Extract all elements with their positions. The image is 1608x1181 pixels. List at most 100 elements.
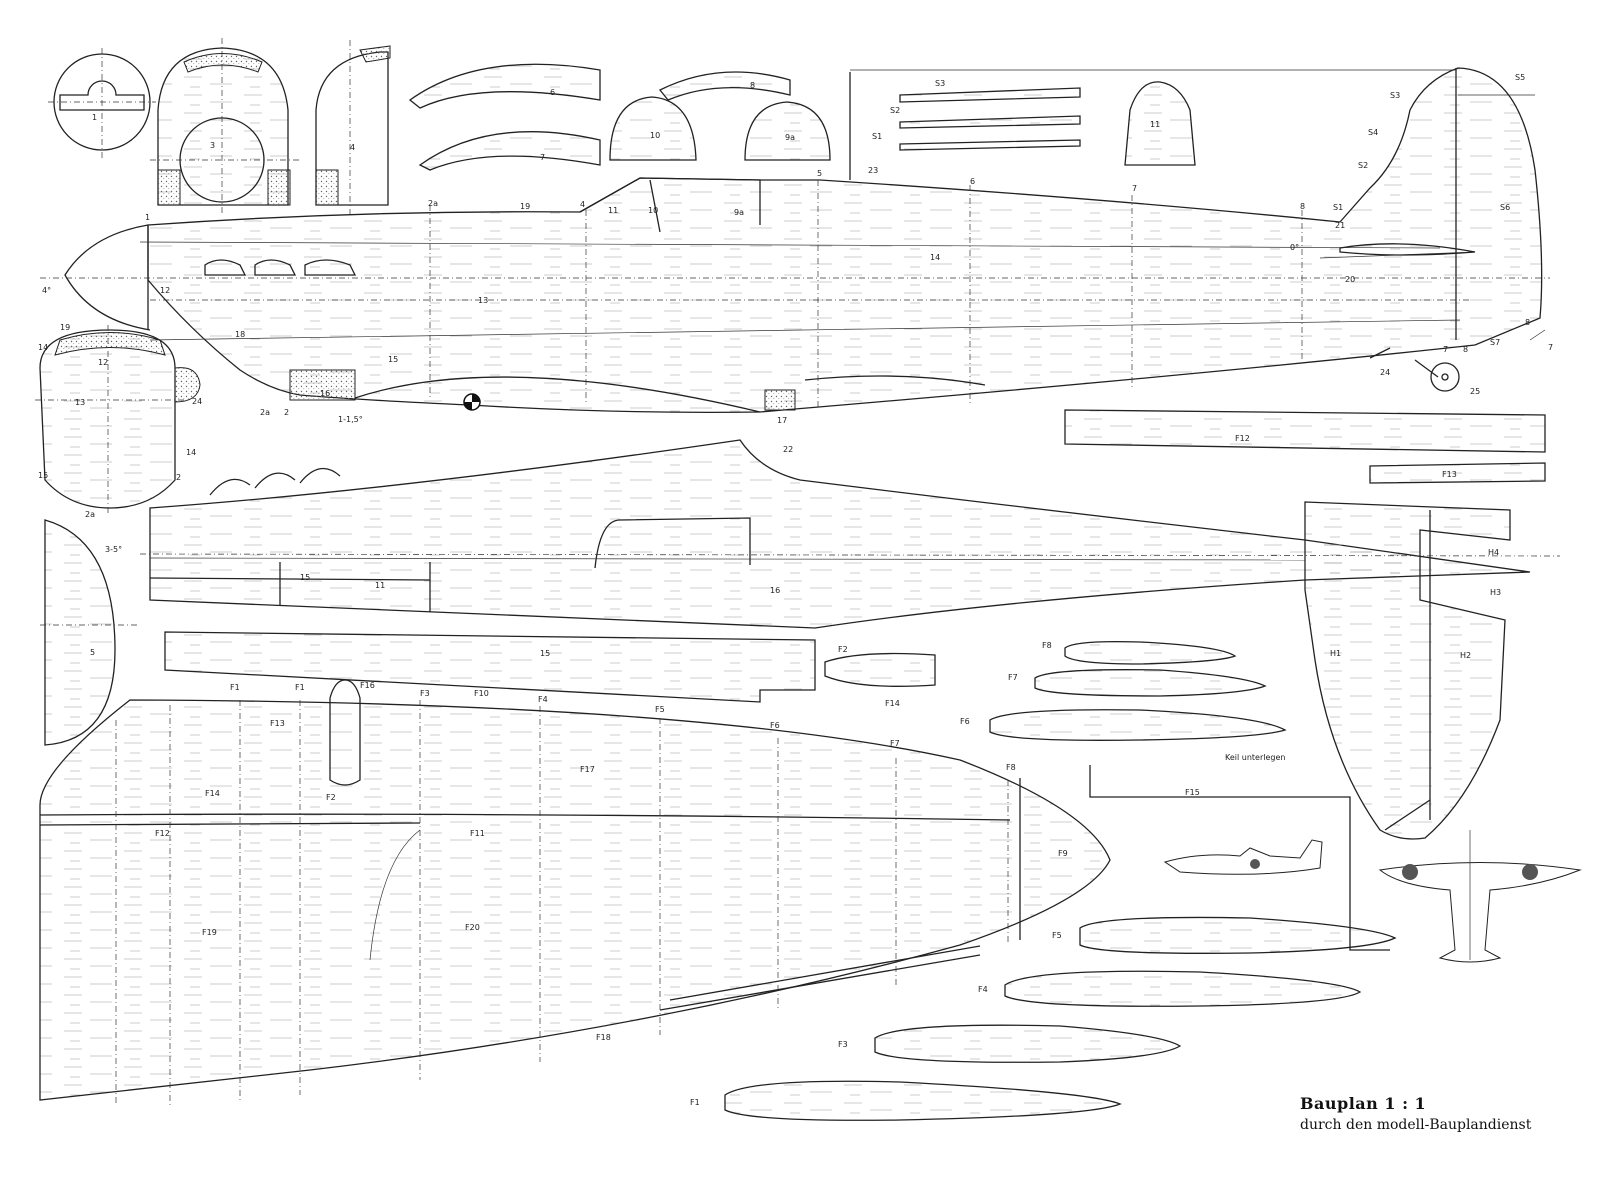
part-label: 10 [648, 206, 658, 215]
part-label: 15 [388, 355, 398, 364]
part-label: H2 [1460, 651, 1471, 660]
part-label: S3 [935, 79, 945, 88]
part-label: 4 [580, 200, 585, 209]
part-label: 1 [145, 213, 150, 222]
part-label: 7 [1548, 343, 1553, 352]
part-label: F1 [230, 683, 240, 692]
former-4: 4 [315, 40, 391, 215]
part-label: S5 [1515, 73, 1525, 82]
part-label: F3 [838, 1040, 848, 1049]
part-label: F2 [838, 645, 848, 654]
part-label: 15 [38, 471, 48, 480]
part-label: 2a [85, 510, 95, 519]
part-label: F19 [202, 928, 217, 937]
part-label: 2a [260, 408, 270, 417]
part-label: 8 [1463, 345, 1468, 354]
part-label: F7 [890, 739, 900, 748]
part-label: 16 [770, 586, 780, 595]
part-label: 9a [785, 133, 795, 142]
part-label: 3-5° [105, 545, 122, 554]
part-label: 1-1,5° [338, 415, 363, 424]
part-label: 14 [38, 343, 48, 352]
part-label: F17 [580, 765, 595, 774]
part-label: H4 [1488, 548, 1499, 557]
part-label: Keil unterlegen [1225, 753, 1285, 762]
part-label: 2 [176, 473, 181, 482]
part-label: F5 [655, 705, 665, 714]
part-label: 19 [520, 202, 530, 211]
part-label: S3 [1390, 91, 1400, 100]
part-label: F15 [1185, 788, 1200, 797]
fuselage-cross-section: 19 14 12 13 24 14 15 2 2a [35, 323, 202, 519]
part-label: F4 [978, 985, 988, 994]
part-label: 11 [608, 206, 618, 215]
part-label: F4 [538, 695, 548, 704]
part-label: F13 [1442, 470, 1457, 479]
former-10: 9a [744, 101, 831, 161]
part-label: 6 [550, 88, 555, 97]
part-label: F13 [270, 719, 285, 728]
aircraft-side-silhouette [1163, 839, 1323, 875]
former-1: 1 [48, 48, 156, 158]
part-label: F14 [885, 699, 900, 708]
wing-strips-right: F12 F13 [1064, 409, 1546, 484]
part-label: 8 [750, 81, 755, 90]
part-label: 9a [734, 208, 744, 217]
part-label: 18 [235, 330, 245, 339]
part-label: 2 [284, 408, 289, 417]
part-label: H1 [1330, 649, 1341, 658]
part-label: 4° [42, 286, 51, 295]
part-label: 5 [817, 169, 822, 178]
part-label: F11 [470, 829, 485, 838]
part-label: 25 [1470, 387, 1480, 396]
part-label: 10 [650, 131, 660, 140]
part-label: 7 [1132, 184, 1137, 193]
part-label: S1 [1333, 203, 1343, 212]
former-5: 5 [40, 519, 140, 746]
part-label: S2 [1358, 161, 1368, 170]
part-label: S1 [872, 132, 882, 141]
part-label: F20 [465, 923, 480, 932]
part-label: 11 [375, 581, 385, 590]
part-label: 8 [1525, 318, 1530, 327]
plan-subtitle: durch den modell-Bauplandienst [1300, 1117, 1532, 1133]
former-8: 8 [658, 71, 791, 101]
part-label: 1 [92, 113, 97, 122]
plan-caption: Bauplan 1 : 1 durch den modell-Bauplandi… [1300, 1094, 1531, 1133]
part-label: S2 [890, 106, 900, 115]
part-label: F1 [295, 683, 305, 692]
part-label: F6 [960, 717, 970, 726]
part-label: F7 [1008, 673, 1018, 682]
part-label: F10 [474, 689, 489, 698]
part-label: 23 [868, 166, 878, 175]
part-label: 7 [1443, 345, 1448, 354]
wing-profiles: F8 F7 F6 Keil unterlegen F2 F14 F5 F4 F3… [690, 640, 1397, 1121]
part-label: F6 [770, 721, 780, 730]
part-label: 15 [300, 573, 310, 582]
part-label: F12 [1235, 434, 1250, 443]
strip-16: 15 [164, 631, 816, 703]
part-label: S7 [1490, 338, 1500, 347]
part-label: 6 [970, 177, 975, 186]
part-label: 8 [1300, 202, 1305, 211]
part-label: 13 [478, 296, 488, 305]
part-label: 5 [90, 648, 95, 657]
plan-title: Bauplan 1 : 1 [1300, 1094, 1427, 1113]
part-label: F12 [155, 829, 170, 838]
fuselage-top-view: 3-5° 15 11 16 [105, 439, 1561, 629]
stabilizer: H1 H2 H3 H4 [1304, 501, 1511, 840]
part-label: S4 [1368, 128, 1378, 137]
former-7: 7 [418, 131, 601, 171]
part-label: F3 [420, 689, 430, 698]
fin-strips: S3 S2 S1 [872, 79, 1081, 151]
part-label: F8 [1006, 763, 1016, 772]
wire-f15: F15 [1089, 765, 1390, 951]
fuselage-side-view: 1 4° 1 2 2a 19 4 11 10 9a 5 23 6 7 8 14 1… [40, 67, 1553, 454]
part-label: 16 [320, 389, 330, 398]
part-label: F2 [326, 793, 336, 802]
part-label: 3 [210, 141, 215, 150]
former-3: 3 [150, 38, 300, 215]
part-label: 14 [930, 253, 940, 262]
part-label: 4 [350, 143, 355, 152]
